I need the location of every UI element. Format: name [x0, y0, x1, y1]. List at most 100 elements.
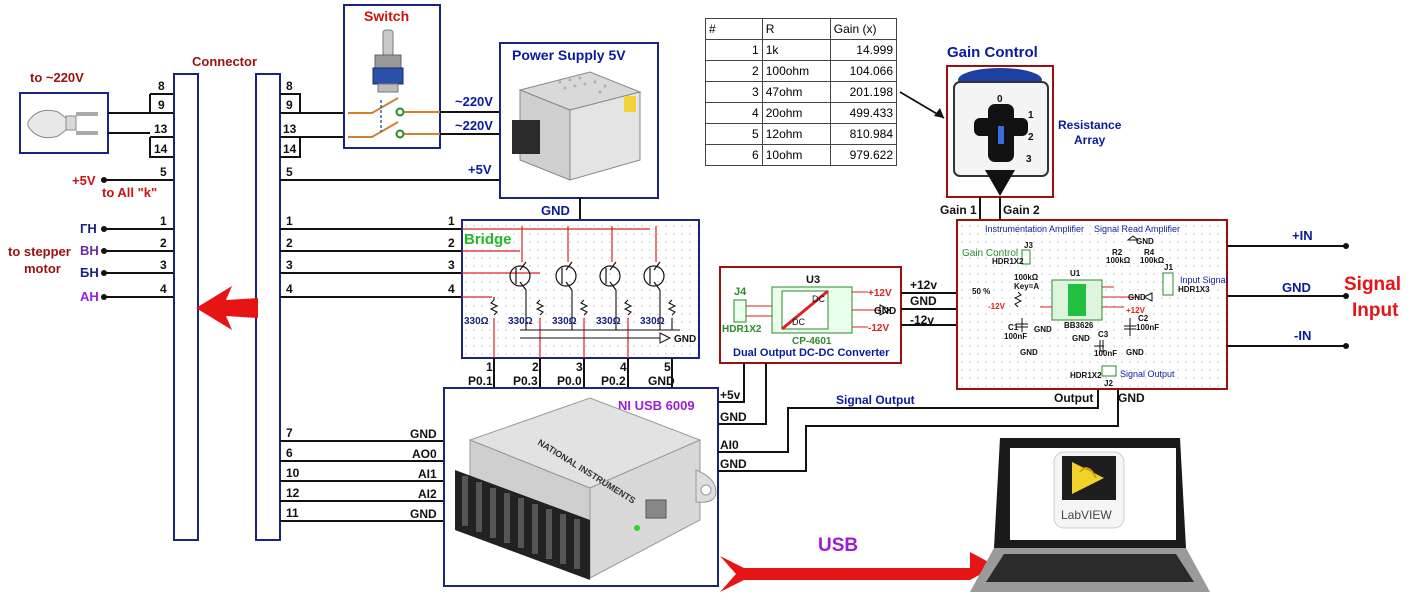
amp-input: Input Signal: [1180, 275, 1228, 285]
amp-c2: C2: [1138, 314, 1149, 323]
bridge-out-2: 2: [532, 360, 539, 374]
table-row: 2 100ohm 104.066: [706, 61, 897, 82]
table-cell: 1k: [762, 40, 830, 61]
bridge-out-label-5: GND: [648, 374, 675, 388]
right-pin-2: 2: [286, 236, 293, 250]
right-pin-14: 14: [283, 142, 297, 156]
dcdc-hdr: HDR1X2: [722, 324, 762, 335]
table-cell: 201.198: [830, 82, 896, 103]
right-pin-5: 5: [286, 165, 293, 179]
amp-j1: J1: [1164, 263, 1173, 272]
signal-title-1: Signal: [1344, 274, 1401, 295]
right-pin-11: 11: [286, 506, 299, 520]
array-label: Array: [1074, 133, 1106, 147]
ni-pin-ai1: AI1: [418, 467, 437, 481]
left-pin-8: 8: [158, 79, 165, 93]
bridge-out-label-4: P0.2: [601, 374, 626, 388]
gain-control-title: Gain Control: [947, 44, 1038, 61]
plus5-sub: to All "k": [102, 185, 157, 200]
left-pin-3: 3: [160, 258, 167, 272]
bridge-r2: 330Ω: [508, 316, 533, 327]
table-row: 5 12ohm 810.984: [706, 124, 897, 145]
table-cell: 6: [706, 145, 763, 166]
amp-c2v: 100nF: [1136, 323, 1159, 332]
switch-title: Switch: [364, 8, 409, 24]
labview-label: LabVIEW: [1061, 508, 1112, 522]
table-header: Gain (x): [830, 19, 896, 40]
right-pin-12: 12: [286, 486, 300, 500]
table-row: 6 10ohm 979.622: [706, 145, 897, 166]
table-header: R: [762, 19, 830, 40]
wire-gnd: GND: [910, 294, 937, 308]
table-cell: 810.984: [830, 124, 896, 145]
left-pin-9: 9: [158, 98, 165, 112]
bridge-out-label-3: P0.0: [557, 374, 582, 388]
table-header: #: [706, 19, 763, 40]
bridge-gnd: GND: [674, 334, 696, 345]
ni-usb-6009: NI USB 6009 NATIONAL INSTRUMENTS: [444, 388, 718, 586]
ni-side-gnd-2: GND: [720, 457, 747, 471]
laptop: LabVIEW: [970, 438, 1210, 592]
connector-left-bar: [174, 74, 198, 540]
resistance-label: Resistance: [1058, 118, 1122, 132]
signal-output-wire-label: Signal Output: [836, 393, 915, 407]
amplifier-board: Instrumentation Amplifier Signal Read Am…: [957, 220, 1228, 389]
gain-table: # R Gain (x) 1 1k 14.999 2 100ohm 104.06…: [705, 18, 897, 166]
signal-in-gnd: GND: [1282, 280, 1311, 295]
dial-2: 2: [1028, 132, 1034, 143]
table-cell: 4: [706, 103, 763, 124]
psu-ac-1: ~220V: [455, 94, 493, 109]
bridge-out-4: 4: [620, 360, 627, 374]
amp-r4v: 100kΩ: [1140, 256, 1165, 265]
wire-m12: -12v: [910, 313, 934, 327]
bridge-out-3: 3: [576, 360, 583, 374]
connector-label: Connector: [192, 54, 257, 69]
power-plug: to ~220V: [20, 70, 108, 153]
amp-pct: 50 %: [972, 287, 990, 296]
table-cell: 20ohm: [762, 103, 830, 124]
connector-right-bar: [256, 74, 280, 540]
right-pin-4: 4: [286, 282, 293, 296]
amp-gnd-c3: GND: [1072, 334, 1090, 343]
amp-m12-left: -12V: [988, 302, 1006, 311]
right-pin-7: 7: [286, 426, 293, 440]
table-row: 3 47ohm 201.198: [706, 82, 897, 103]
ni-title: NI USB 6009: [618, 398, 695, 413]
dcdc-part: CP-4601: [792, 336, 832, 347]
signal-in-minus: -IN: [1294, 328, 1311, 343]
table-cell: 1: [706, 40, 763, 61]
right-pin-9: 9: [286, 98, 293, 112]
switch-block: Switch: [344, 5, 440, 148]
dcdc-out-p12: +12V: [868, 288, 892, 299]
left-pin-4: 4: [160, 282, 167, 296]
amp-gnd-j1: GND: [1128, 293, 1146, 302]
table-cell: 2: [706, 61, 763, 82]
amp-title-2: Signal Read Amplifier: [1094, 224, 1180, 234]
table-cell: 3: [706, 82, 763, 103]
table-cell: 12ohm: [762, 124, 830, 145]
dcdc-u: U3: [806, 274, 820, 286]
bridge-r3: 330Ω: [552, 316, 577, 327]
ni-side-ai0: AI0: [720, 438, 739, 452]
connector-arrow: [196, 286, 258, 330]
gain-control: Gain Control 0 1 2 3 Resistance Array Ga…: [940, 44, 1122, 217]
amp-gnd-top: GND: [1136, 237, 1154, 246]
table-row: 4 20ohm 499.433: [706, 103, 897, 124]
bridge-out-5: 5: [664, 360, 671, 374]
dcdc-converter: U3 DC DC CP-4601 J4 HDR1X2 +12V GND -12V…: [720, 267, 901, 363]
right-pin-13: 13: [283, 122, 297, 136]
psu-title: Power Supply 5V: [512, 47, 626, 63]
left-pin-14: 14: [154, 142, 168, 156]
usb-label: USB: [818, 535, 858, 556]
amp-key: Key=A: [1014, 282, 1039, 291]
bridge-out-1: 1: [486, 360, 493, 374]
amp-out-gnd-label: GND: [1118, 391, 1145, 405]
bridge-in-4: 4: [448, 282, 455, 296]
dcdc-j4: J4: [734, 286, 747, 298]
amp-gnd-c1: GND: [1034, 325, 1052, 334]
gain-2-label: Gain 2: [1003, 203, 1040, 217]
amp-u1: U1: [1070, 269, 1081, 278]
left-pin-13: 13: [154, 122, 168, 136]
bridge-in-2: 2: [448, 236, 455, 250]
right-pin-3: 3: [286, 258, 293, 272]
